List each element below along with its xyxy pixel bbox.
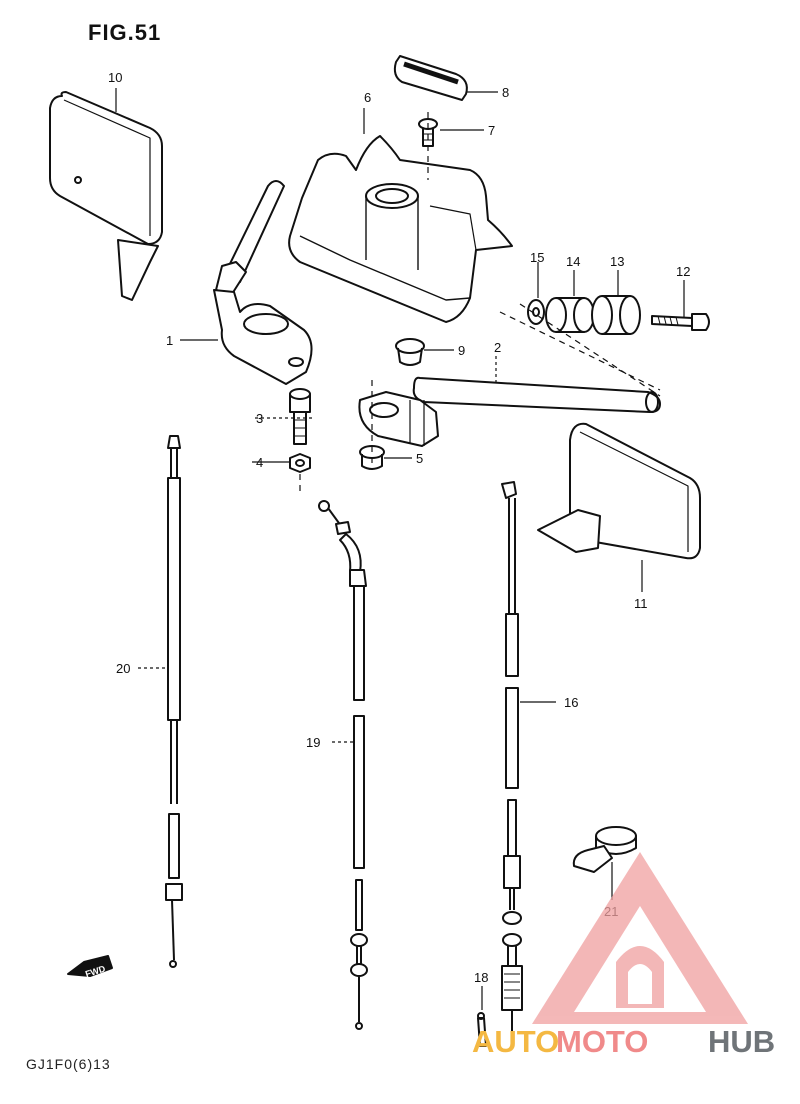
callout-part-19: 19 [306, 735, 320, 750]
watermark-logo [532, 852, 748, 1024]
callout-part-20: 20 [116, 661, 130, 676]
drawing-code: GJ1F0(6)13 [26, 1056, 111, 1072]
callout-part-15: 15 [530, 250, 544, 265]
clamp-bolt [289, 388, 311, 445]
bar-end-weight [591, 295, 641, 335]
assembly-guide-lines [299, 112, 661, 496]
watermark-text-hub: HUB [708, 1024, 776, 1059]
cover-emblem [393, 55, 468, 101]
callout-part-13: 13 [610, 254, 624, 269]
figure-title: FIG.51 [88, 20, 162, 45]
callout-part-4: 4 [256, 455, 263, 470]
callout-part-3: 3 [256, 411, 263, 426]
callout-part-12: 12 [676, 264, 690, 279]
clamp-nut [289, 453, 311, 473]
callout-part-2: 2 [494, 340, 501, 355]
handlebar-cover [288, 135, 513, 323]
bar-end-washer [527, 299, 545, 325]
leader-lines [115, 88, 685, 1010]
callout-part-7: 7 [488, 123, 495, 138]
callout-part-18: 18 [474, 970, 488, 985]
right-handlebar [358, 376, 661, 447]
callout-part-1: 1 [166, 333, 173, 348]
forward-direction-arrow [67, 955, 113, 977]
callout-part-16: 16 [564, 695, 578, 710]
watermark-text-moto: MOTO [556, 1024, 649, 1059]
cable-19 [318, 500, 368, 1030]
bar-end-collar [545, 297, 595, 333]
watermark-text-auto: AUTO [472, 1024, 560, 1059]
left-mirror [49, 91, 163, 301]
left-handlebar [213, 180, 313, 385]
callout-part-9: 9 [458, 343, 465, 358]
callout-part-6: 6 [364, 90, 371, 105]
bar-end-screw [651, 313, 710, 331]
cable-20 [165, 435, 183, 968]
callout-part-10: 10 [108, 70, 122, 85]
callout-part-5: 5 [416, 451, 423, 466]
cable-16 [501, 481, 523, 1040]
throttle-grip-21 [572, 826, 637, 873]
upper-grommet [395, 338, 425, 366]
callout-part-11: 11 [634, 596, 648, 611]
right-mirror [537, 422, 701, 560]
callout-part-8: 8 [502, 85, 509, 100]
cable-clip-18 [477, 1012, 487, 1047]
callout-part-14: 14 [566, 254, 580, 269]
